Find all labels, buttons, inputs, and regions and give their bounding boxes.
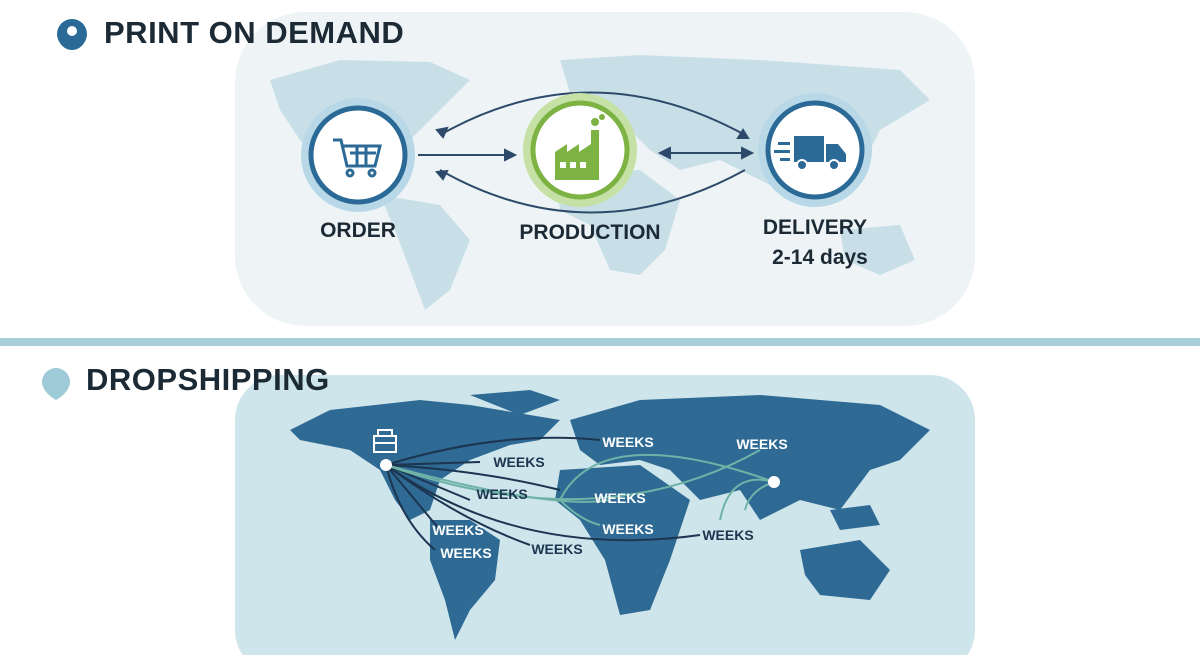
pod-flow-arrows (418, 91, 755, 214)
delivery-step-circle (758, 93, 872, 207)
route-label-south-atlantic: WEEKS (531, 541, 583, 557)
route-label-asia: WEEKS (736, 436, 788, 452)
shopping-cart-icon (333, 138, 382, 178)
delivery-label: DELIVERY (762, 216, 868, 239)
route-label-south-america: WEEKS (440, 545, 492, 561)
order-label: ORDER (320, 219, 396, 242)
warehouse-icon (373, 429, 397, 453)
china-origin-point (768, 476, 780, 488)
factory-icon (555, 114, 605, 180)
dropship-world-map (290, 390, 930, 640)
dropship-title: DROPSHIPPING (86, 362, 330, 397)
route-label-north-africa: WEEKS (594, 490, 646, 506)
route-label-indian-ocean: WEEKS (702, 527, 754, 543)
route-label-africa: WEEKS (602, 521, 654, 537)
production-step-circle (523, 93, 637, 207)
route-label-caribbean: WEEKS (476, 486, 528, 502)
delivery-truck-icon (774, 136, 846, 171)
order-step-circle (301, 98, 415, 212)
route-label-atlantic: WEEKS (493, 454, 545, 470)
production-label: PRODUCTION (519, 221, 661, 244)
origin-point (380, 459, 392, 471)
delivery-time-label: 2-14 days (772, 246, 868, 269)
section-divider (0, 338, 1200, 346)
route-label-south-america-north: WEEKS (432, 522, 484, 538)
route-label-europe: WEEKS (602, 434, 654, 450)
pod-title: PRINT ON DEMAND (104, 15, 405, 50)
dropship-location-pin-icon (42, 368, 70, 400)
